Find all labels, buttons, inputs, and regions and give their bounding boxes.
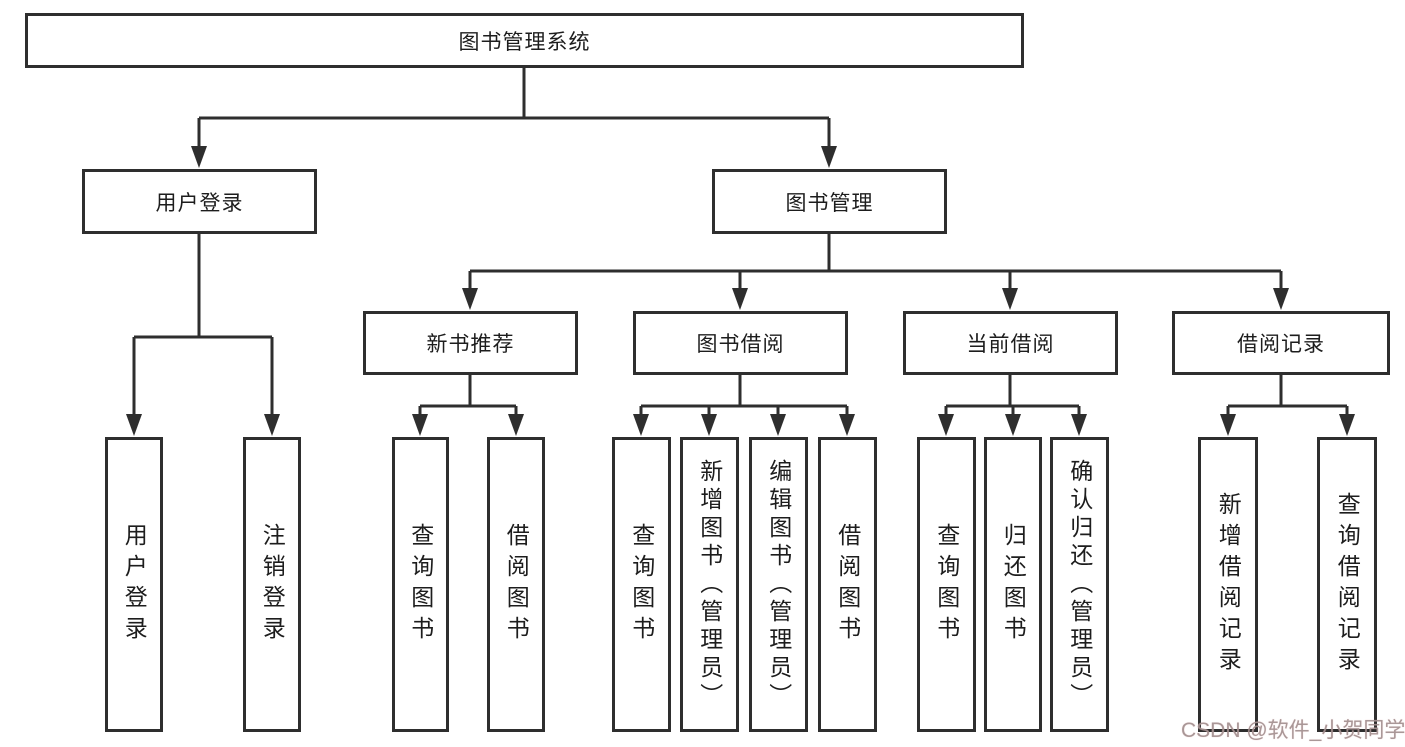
leaf-logout: 注销登录 bbox=[243, 437, 301, 732]
leaf-confirm-return-admin: 确认归还（管理员） bbox=[1050, 437, 1109, 732]
node-new-book-recommend-label: 新书推荐 bbox=[426, 333, 515, 356]
leaf-query-books-borrow: 查询图书 bbox=[612, 437, 671, 732]
leaf-add-borrow-record-label: 新增借阅记录 bbox=[1215, 491, 1242, 678]
leaf-query-books-current-label: 查询图书 bbox=[933, 522, 960, 647]
leaf-return-book: 归还图书 bbox=[984, 437, 1042, 732]
node-borrow-record-label: 借阅记录 bbox=[1237, 333, 1325, 356]
leaf-user-login-label: 用户登录 bbox=[121, 522, 148, 647]
node-book-management: 图书管理 bbox=[712, 169, 947, 234]
arrowheads bbox=[126, 146, 1355, 436]
node-root-label: 图书管理系统 bbox=[458, 30, 591, 54]
leaf-return-book-label: 归还图书 bbox=[1000, 522, 1027, 647]
leaf-borrow-books-borrow: 借阅图书 bbox=[818, 437, 877, 732]
leaf-confirm-return-admin-label: 确认归还（管理员） bbox=[1066, 458, 1093, 711]
leaf-user-login: 用户登录 bbox=[105, 437, 163, 732]
watermark-text: CSDN @软件_小贺同学 bbox=[1181, 719, 1405, 742]
leaf-add-book-admin-label: 新增图书（管理员） bbox=[696, 458, 723, 711]
node-new-book-recommend: 新书推荐 bbox=[363, 311, 578, 375]
node-user-login: 用户登录 bbox=[82, 169, 317, 234]
node-root: 图书管理系统 bbox=[25, 13, 1024, 68]
leaf-add-borrow-record: 新增借阅记录 bbox=[1198, 437, 1258, 732]
node-borrow-record: 借阅记录 bbox=[1172, 311, 1390, 375]
node-current-borrow-label: 当前借阅 bbox=[966, 333, 1055, 356]
node-book-management-label: 图书管理 bbox=[785, 191, 874, 215]
leaf-query-borrow-record-label: 查询借阅记录 bbox=[1334, 491, 1361, 678]
leaf-query-books-recommend: 查询图书 bbox=[392, 437, 449, 732]
node-book-borrow-label: 图书借阅 bbox=[696, 333, 785, 356]
leaf-query-books-current: 查询图书 bbox=[917, 437, 976, 732]
leaf-borrow-books-recommend-label: 借阅图书 bbox=[503, 522, 530, 647]
node-current-borrow: 当前借阅 bbox=[903, 311, 1118, 375]
leaf-borrow-books-borrow-label: 借阅图书 bbox=[834, 522, 861, 647]
leaf-edit-book-admin: 编辑图书（管理员） bbox=[749, 437, 808, 732]
leaf-add-book-admin: 新增图书（管理员） bbox=[680, 437, 739, 732]
leaf-edit-book-admin-label: 编辑图书（管理员） bbox=[765, 458, 792, 711]
leaf-query-borrow-record: 查询借阅记录 bbox=[1317, 437, 1377, 732]
node-book-borrow: 图书借阅 bbox=[633, 311, 848, 375]
leaf-borrow-books-recommend: 借阅图书 bbox=[487, 437, 545, 732]
leaf-query-books-borrow-label: 查询图书 bbox=[628, 522, 655, 647]
leaf-query-books-recommend-label: 查询图书 bbox=[407, 522, 434, 647]
node-user-login-label: 用户登录 bbox=[155, 191, 244, 215]
leaf-logout-label: 注销登录 bbox=[259, 522, 286, 647]
